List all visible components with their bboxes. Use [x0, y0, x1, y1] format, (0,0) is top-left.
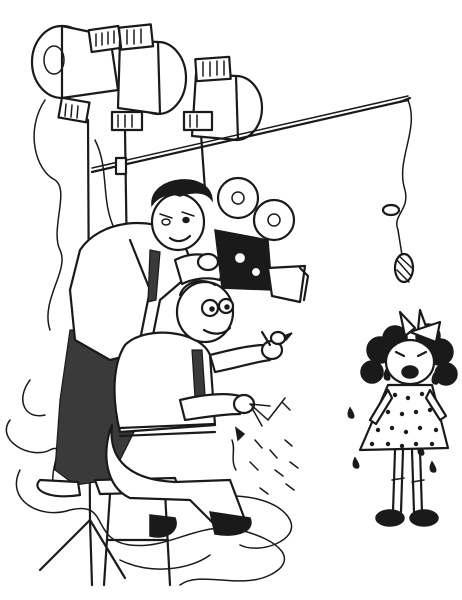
- boom-microphone-icon: [90, 95, 415, 284]
- crying-girl: [347, 308, 458, 527]
- film-camera-icon: [214, 176, 310, 304]
- flower-sprigs: [231, 397, 299, 495]
- cameraman: [36, 179, 227, 498]
- studio-light-icon: [30, 23, 264, 142]
- bird-icon: [260, 330, 293, 361]
- director: [93, 280, 272, 587]
